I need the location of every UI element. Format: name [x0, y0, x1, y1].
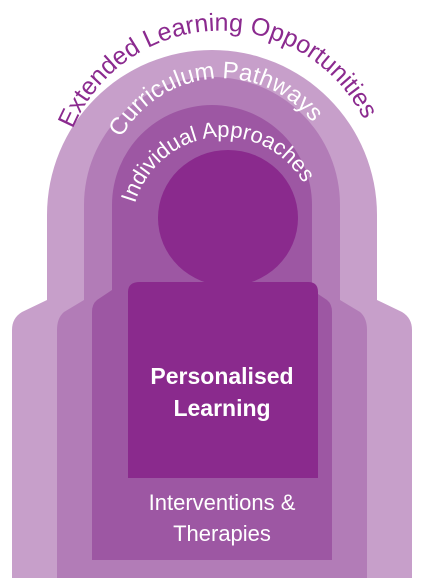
bottom-label-line2: Therapies [173, 521, 271, 546]
center-title-line2: Learning [173, 395, 270, 421]
bottom-label-line1: Interventions & [149, 490, 296, 515]
center-title-line1: Personalised [150, 363, 293, 389]
person-head [158, 150, 298, 286]
person-body [128, 282, 318, 478]
